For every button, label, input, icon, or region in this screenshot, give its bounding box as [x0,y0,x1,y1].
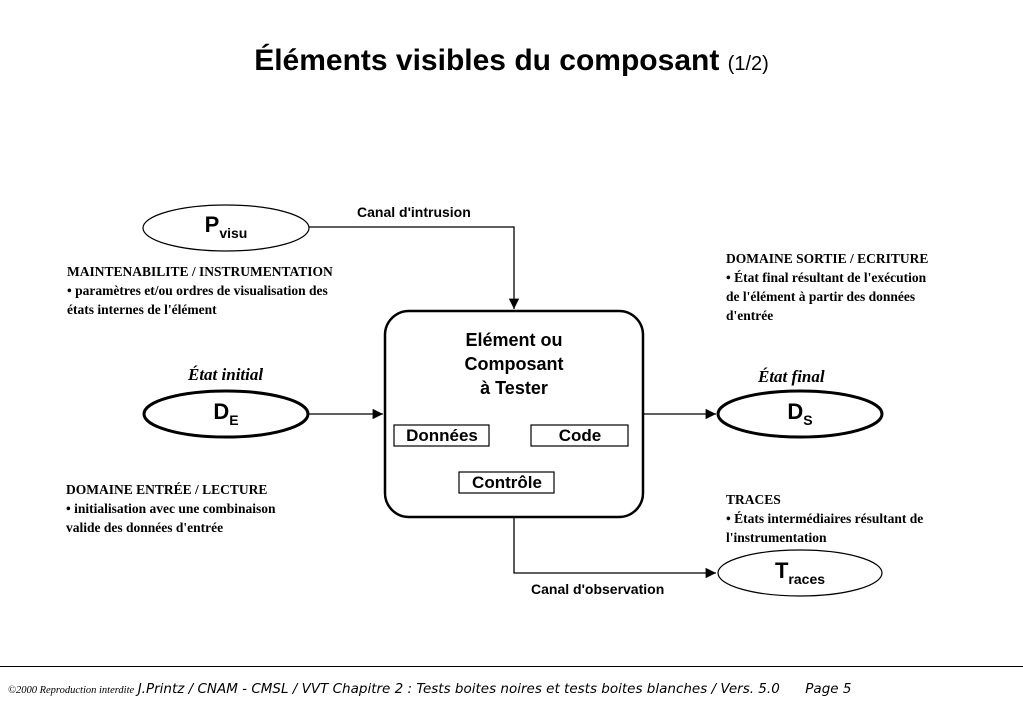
ds-label: DS [787,399,813,428]
footer-copyright: ©2000 Reproduction interdite [8,685,135,696]
controle-label: Contrôle [472,473,542,492]
entree-block: DOMAINE ENTRÉE / LECTURE • initialisatio… [66,482,276,535]
intrusion-channel-arrow [309,226,520,309]
sortie-block: DOMAINE SORTIE / ECRITURE • État final r… [726,251,929,323]
code-label: Code [558,426,602,445]
pvisu-ellipse [142,204,310,252]
final-state-label: État final [758,367,825,386]
observation-channel-label: Canal d'observation [531,581,665,597]
footer-page-number: Page 5 [805,681,852,697]
footer: ©2000 Reproduction interdite J.Printz / … [8,681,851,698]
footer-text: J.Printz / CNAM - CMSL / VVT Chapitre 2 … [137,681,780,697]
code-box [530,424,629,447]
traces-ellipse [717,549,883,597]
controle-box [458,471,555,494]
observation-channel-arrow [513,517,716,579]
component-title: Elément ou Composant à Tester [464,330,564,398]
donnees-box [393,424,490,447]
footer-divider [0,666,1023,667]
traces-label: Traces [774,558,826,587]
page-title-sub: (1/2) [727,53,769,75]
traces-block: TRACES • États intermédiaires résultant … [726,492,924,545]
ds-ellipse [716,389,884,439]
page-title: Éléments visibles du composant (1/2) [0,44,1023,78]
initial-state-label: État initial [188,365,264,384]
de-label: DE [213,399,239,428]
donnees-label: Données [406,426,478,445]
maintenabilite-block: MAINTENABILITE / INSTRUMENTATION • param… [67,264,333,317]
pvisu-label: Pvisu [204,212,248,241]
intrusion-channel-label: Canal d'intrusion [357,204,471,220]
page-title-main: Éléments visibles du composant [254,44,720,77]
